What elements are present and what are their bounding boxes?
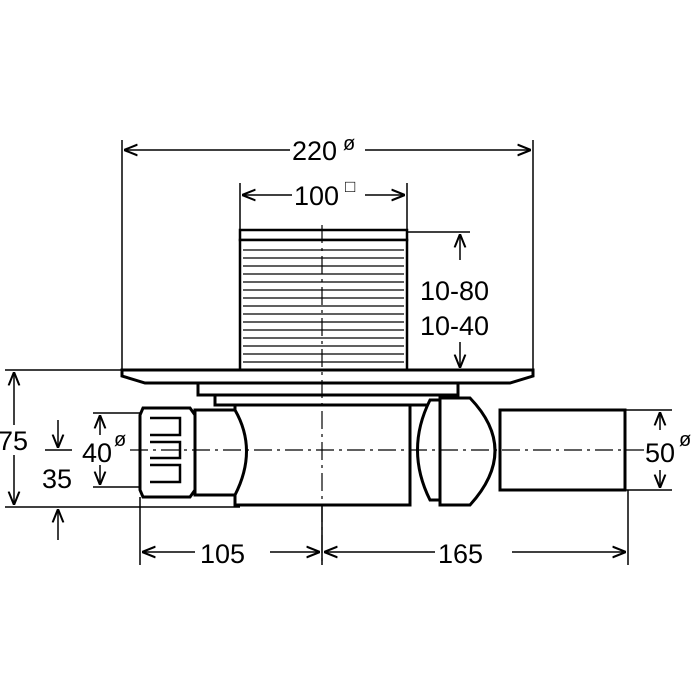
dim-220: 220 <box>292 136 337 166</box>
diameter-symbol: ø <box>343 133 355 155</box>
dim-165: 165 <box>438 539 483 569</box>
drain-body <box>120 228 627 507</box>
height-adapter <box>238 238 409 372</box>
diameter-symbol: ø <box>114 429 126 451</box>
diameter-symbol: ø <box>679 429 691 451</box>
dim-75: 75 <box>0 426 28 456</box>
inlet-pipe <box>193 408 248 497</box>
dim-100: 100 <box>294 181 339 211</box>
dim-50: 50 <box>645 438 675 468</box>
tile-flange <box>120 368 535 385</box>
adapter-ribs <box>243 249 404 363</box>
centerlines <box>130 225 645 565</box>
dimension-labels: 220 ø 100 □ 10-80 10-40 75 35 40 ø 50 ø … <box>0 133 691 569</box>
dim-105: 105 <box>200 539 245 569</box>
dim-35: 35 <box>42 464 72 494</box>
dim-10-80: 10-80 <box>420 276 489 306</box>
grate <box>238 228 409 242</box>
dim-40: 40 <box>82 438 112 468</box>
dimension-lines <box>14 150 660 552</box>
dim-10-40: 10-40 <box>420 311 489 341</box>
sealing-flange <box>196 381 460 397</box>
extension-lines <box>5 140 672 565</box>
outlet-joint <box>438 396 497 507</box>
inlet-nut <box>138 406 197 499</box>
square-symbol: □ <box>345 177 355 196</box>
